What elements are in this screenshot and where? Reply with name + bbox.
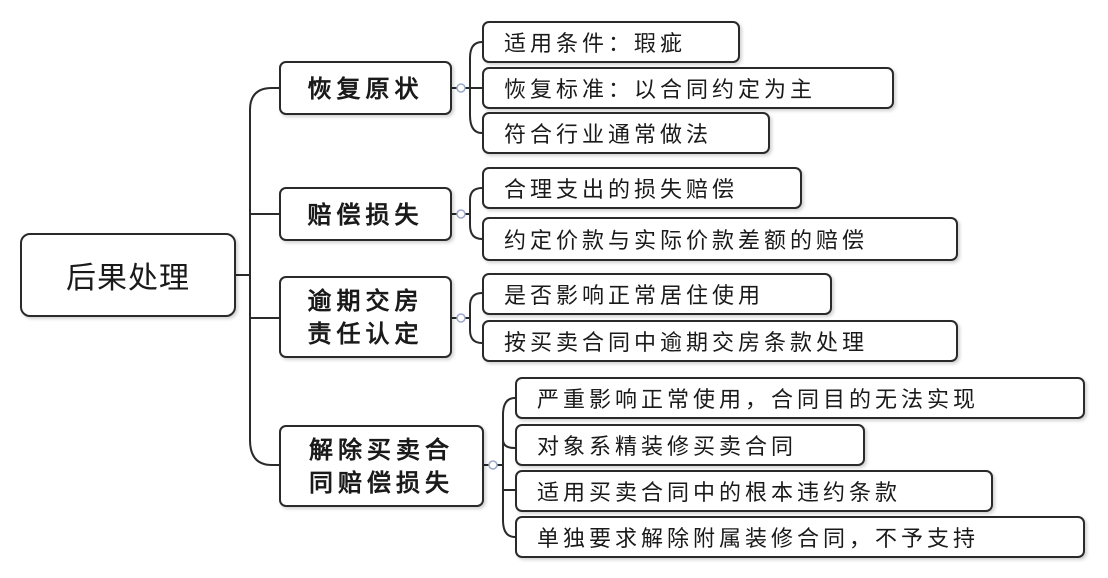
leaf-label: 恢复标准：以合同约定为主 xyxy=(504,78,817,103)
leaf-node[interactable]: 恢复标准：以合同约定为主 xyxy=(482,67,894,109)
leaf-label: 按买卖合同中逾期交房条款处理 xyxy=(504,331,869,356)
leaf-label: 对象系精装修买卖合同 xyxy=(537,435,798,460)
branch-node-terminate-contract[interactable]: 解除买卖合 同赔偿损失 xyxy=(279,425,484,507)
leaf-label: 符合行业通常做法 xyxy=(504,123,713,148)
leaf-node[interactable]: 对象系精装修买卖合同 xyxy=(515,424,865,466)
leaf-label: 适用买卖合同中的根本违约条款 xyxy=(537,481,902,506)
leaf-node[interactable]: 单独要求解除附属装修合同，不予支持 xyxy=(515,516,1085,558)
leaf-node[interactable]: 适用买卖合同中的根本违约条款 xyxy=(515,470,993,512)
leaf-node[interactable]: 按买卖合同中逾期交房条款处理 xyxy=(482,320,958,362)
branch-node-late-delivery[interactable]: 逾期交房 责任认定 xyxy=(279,276,452,358)
branch-4-connector xyxy=(484,397,516,538)
root-node[interactable]: 后果处理 xyxy=(20,233,236,317)
branch-label: 赔偿损失 xyxy=(307,199,424,229)
branch-node-compensation[interactable]: 赔偿损失 xyxy=(279,187,452,241)
leaf-node[interactable]: 合理支出的损失赔偿 xyxy=(482,167,802,209)
leaf-node[interactable]: 符合行业通常做法 xyxy=(482,112,770,154)
branch-node-restore[interactable]: 恢复原状 xyxy=(279,61,452,115)
leaf-label: 单独要求解除附属装修合同，不予支持 xyxy=(537,527,980,552)
leaf-node[interactable]: 严重影响正常使用，合同目的无法实现 xyxy=(515,377,1085,419)
leaf-label: 适用条件：瑕疵 xyxy=(504,32,687,57)
root-label: 后果处理 xyxy=(66,261,190,296)
branch-label: 解除买卖合 同赔偿损失 xyxy=(309,435,454,497)
leaf-node[interactable]: 适用条件：瑕疵 xyxy=(482,21,740,63)
leaf-label: 合理支出的损失赔偿 xyxy=(504,178,739,203)
branch-label: 逾期交房 责任认定 xyxy=(307,286,424,348)
leaf-node[interactable]: 是否影响正常居住使用 xyxy=(482,273,832,315)
branch-label: 恢复原状 xyxy=(307,73,424,103)
leaf-node[interactable]: 约定价款与实际价款差额的赔偿 xyxy=(482,217,958,261)
root-connector xyxy=(236,87,279,466)
leaf-label: 严重影响正常使用，合同目的无法实现 xyxy=(537,388,980,413)
connector-handles xyxy=(456,83,498,470)
leaf-label: 是否影响正常居住使用 xyxy=(504,284,765,309)
leaf-label: 约定价款与实际价款差额的赔偿 xyxy=(504,229,869,254)
